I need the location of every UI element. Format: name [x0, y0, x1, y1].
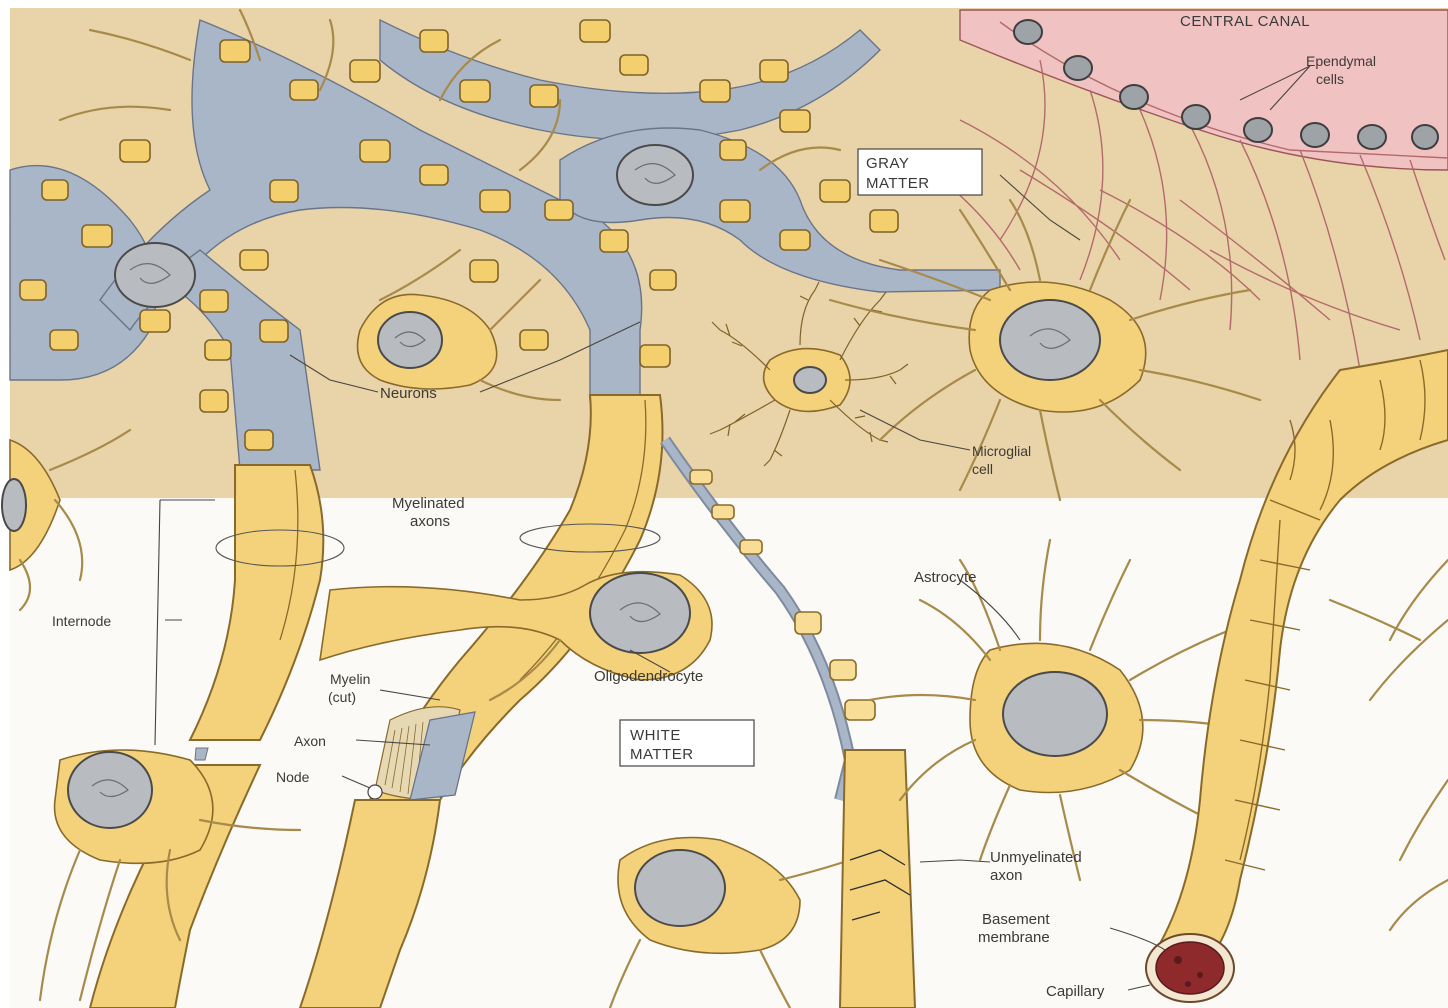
label-myelin-1: Myelin [330, 671, 370, 687]
label-ependymal-cells-2: cells [1316, 71, 1344, 87]
label-capillary: Capillary [1046, 983, 1105, 1000]
label-unmyelinated-2: axon [990, 867, 1023, 884]
label-microglial-1: Microglial [972, 443, 1031, 459]
label-white-matter-2: MATTER [630, 746, 694, 763]
label-microglial-2: cell [972, 461, 993, 477]
label-neurons: Neurons [380, 385, 437, 402]
label-oligodendrocyte: Oligodendrocyte [594, 668, 703, 685]
top-border [0, 0, 1448, 8]
label-ependymal-cells-1: Ependymal [1306, 53, 1376, 69]
label-basement-1: Basement [982, 911, 1050, 928]
label-gray-matter-1: GRAY [866, 155, 909, 172]
label-white-matter-1: WHITE [630, 727, 681, 744]
label-unmyelinated-1: Unmyelinated [990, 849, 1082, 866]
label-node: Node [276, 769, 310, 785]
label-myelinated-2: axons [410, 513, 450, 530]
label-astrocyte: Astrocyte [914, 569, 977, 586]
label-basement-2: membrane [978, 929, 1050, 946]
label-central-canal: CENTRAL CANAL [1180, 13, 1310, 30]
label-myelin-2: (cut) [328, 689, 356, 705]
label-gray-matter-2: MATTER [866, 175, 930, 192]
label-myelinated-1: Myelinated [392, 495, 465, 512]
label-internode: Internode [52, 613, 111, 629]
label-axon: Axon [294, 733, 326, 749]
